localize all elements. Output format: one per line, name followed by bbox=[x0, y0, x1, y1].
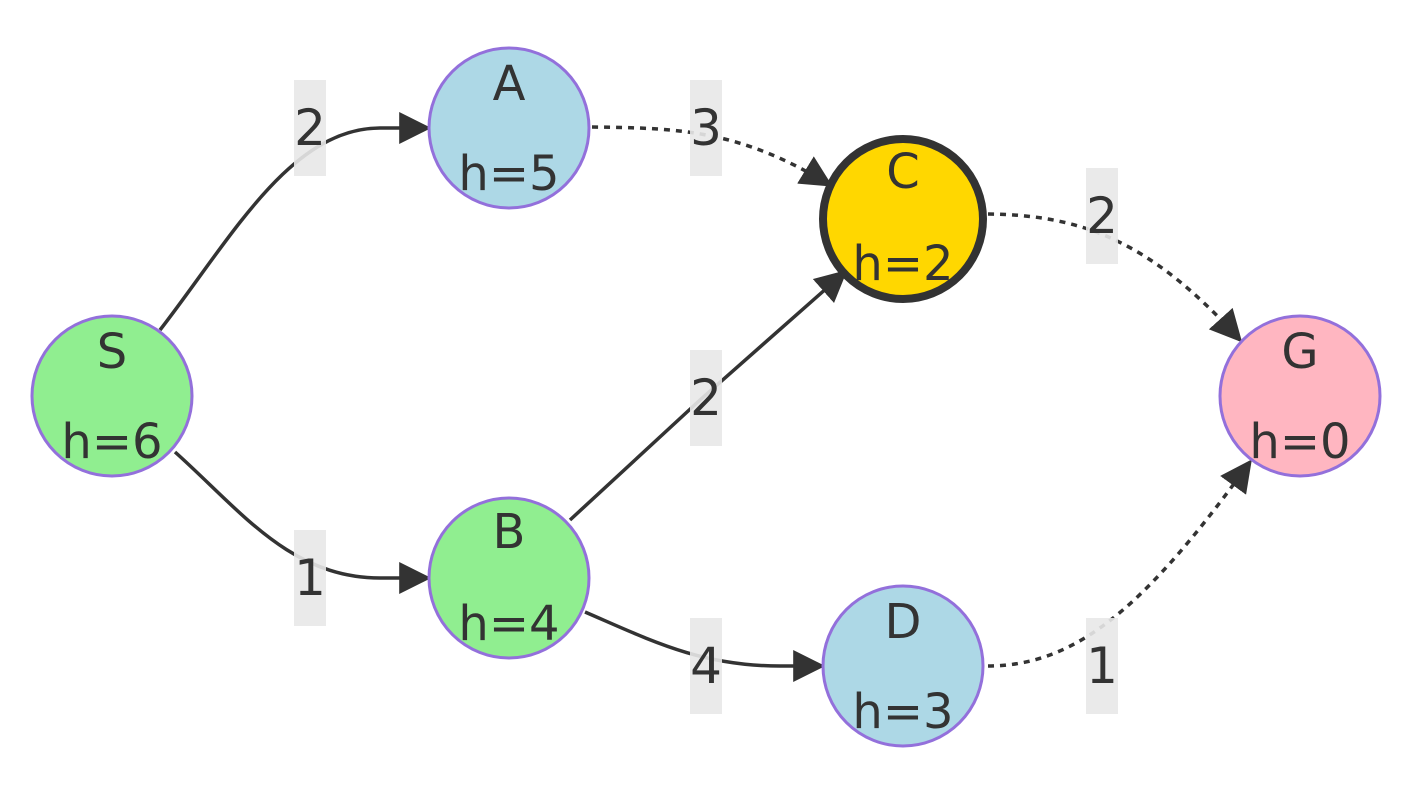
edge-label-b-d: 4 bbox=[690, 618, 722, 714]
edge-label-d-g: 1 bbox=[1086, 618, 1118, 714]
svg-text:C: C bbox=[886, 144, 920, 200]
edge-b-d bbox=[584, 610, 826, 682]
edge-label-s-a: 2 bbox=[294, 80, 326, 176]
svg-text:1: 1 bbox=[1086, 637, 1118, 695]
svg-text:A: A bbox=[493, 56, 526, 112]
svg-text:2: 2 bbox=[690, 369, 722, 427]
svg-text:G: G bbox=[1281, 324, 1318, 380]
svg-text:3: 3 bbox=[690, 99, 722, 157]
edge-s-a bbox=[158, 112, 432, 332]
svg-text:h=3: h=3 bbox=[852, 684, 953, 740]
edge-c-g bbox=[987, 212, 1243, 343]
node-a[interactable]: A h=5 bbox=[427, 46, 591, 210]
edge-s-b bbox=[173, 450, 432, 594]
svg-text:2: 2 bbox=[1086, 187, 1118, 245]
svg-text:h=0: h=0 bbox=[1249, 414, 1350, 470]
svg-text:h=5: h=5 bbox=[458, 146, 559, 202]
edge-label-c-g: 2 bbox=[1086, 168, 1118, 264]
svg-text:1: 1 bbox=[294, 549, 326, 607]
node-g[interactable]: G h=0 bbox=[1218, 314, 1382, 478]
svg-text:h=6: h=6 bbox=[61, 414, 162, 470]
node-s[interactable]: S h=6 bbox=[30, 314, 194, 478]
svg-text:S: S bbox=[97, 324, 127, 380]
svg-text:h=4: h=4 bbox=[458, 596, 559, 652]
svg-text:D: D bbox=[885, 594, 922, 650]
node-c-highlighted[interactable]: C h=2 bbox=[819, 135, 987, 303]
edge-label-s-b: 1 bbox=[294, 530, 326, 626]
svg-text:B: B bbox=[493, 504, 526, 560]
node-d[interactable]: D h=3 bbox=[821, 584, 985, 748]
svg-text:h=2: h=2 bbox=[852, 236, 953, 292]
svg-text:2: 2 bbox=[294, 99, 326, 157]
edge-label-a-c: 3 bbox=[690, 80, 722, 176]
edge-d-g bbox=[987, 459, 1252, 668]
svg-text:4: 4 bbox=[690, 637, 722, 695]
node-b[interactable]: B h=4 bbox=[427, 496, 591, 660]
edge-label-b-c: 2 bbox=[690, 350, 722, 446]
